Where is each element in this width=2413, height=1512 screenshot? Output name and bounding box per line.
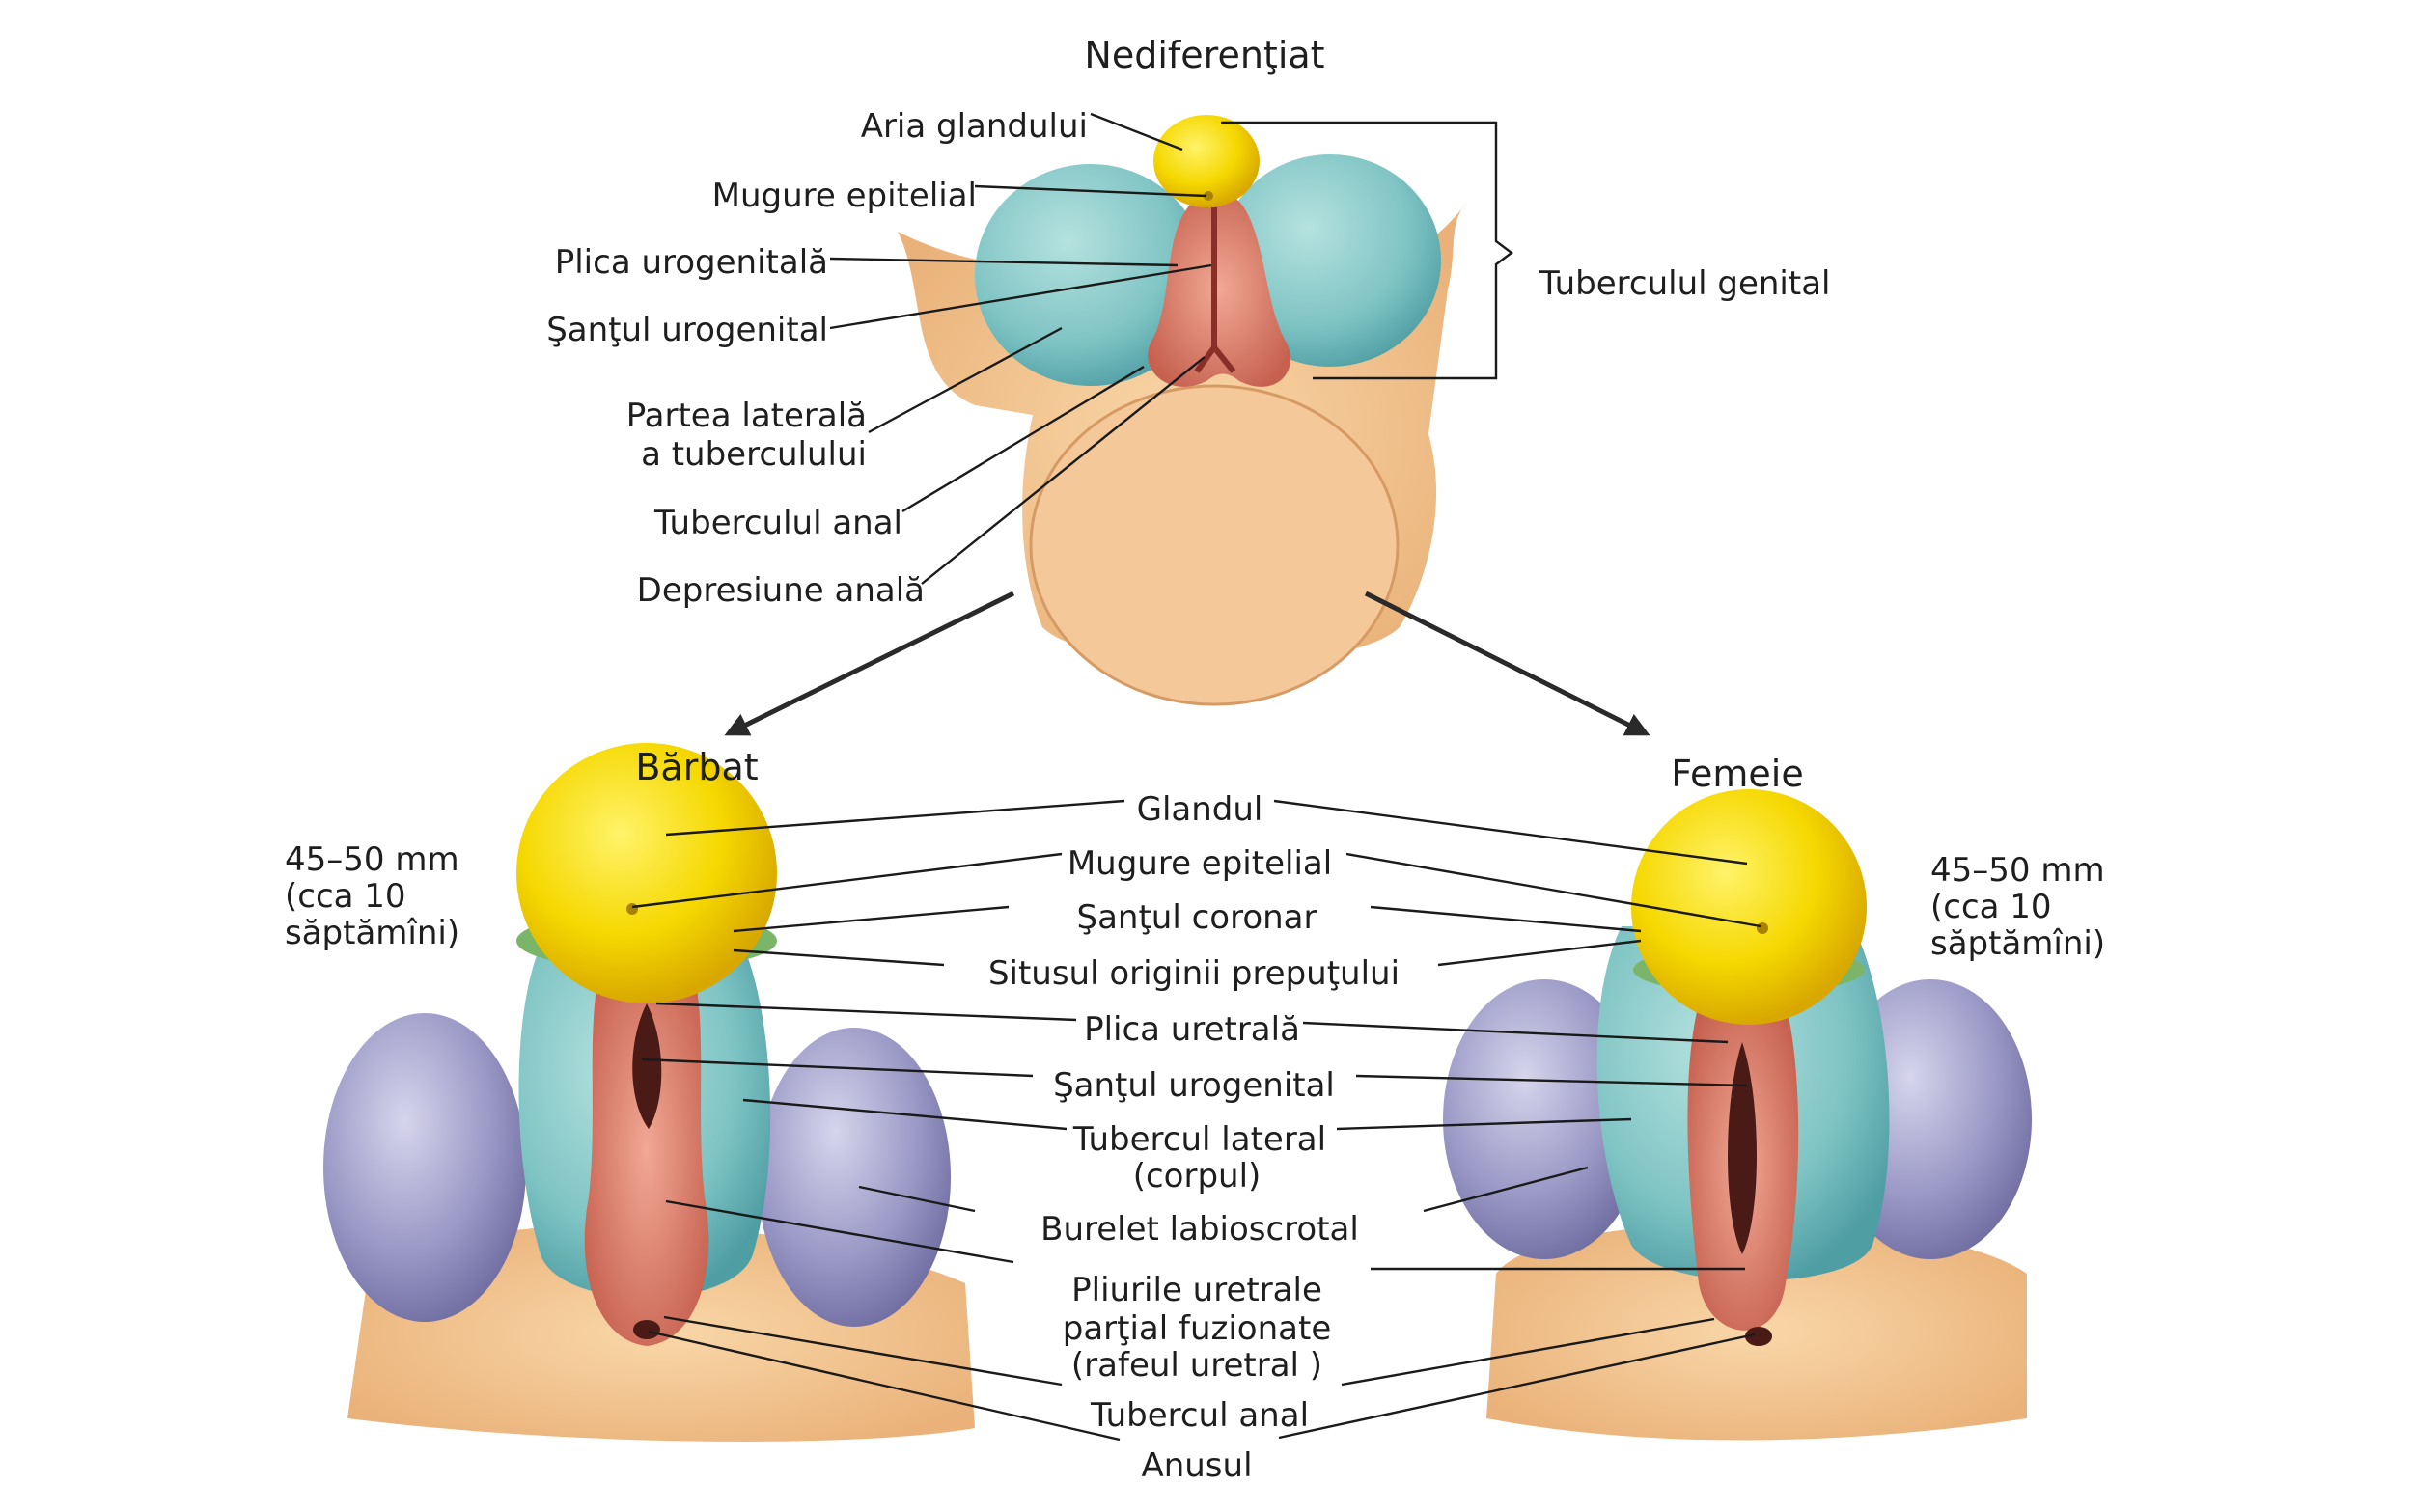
- male-urethral-folds: [584, 955, 709, 1346]
- urogenital-folds: [1148, 191, 1291, 387]
- label-pliurile-2: parţial fuzionate: [1063, 1309, 1332, 1348]
- undifferentiated-illustration: [898, 115, 1467, 706]
- leader-f-mugure: [1345, 852, 1761, 928]
- female-leader-lines: [1273, 799, 1761, 1440]
- female-title: Femeie: [1671, 753, 1804, 795]
- female-age-2: (cca 10: [1930, 888, 2052, 926]
- leader-aria-glandului: [1090, 112, 1183, 151]
- genital-tubercle-bracket: [1221, 121, 1513, 380]
- label-partea-laterala-2: a tuberculului: [641, 435, 867, 474]
- leader-m-situsul: [733, 948, 945, 967]
- leader-f-situsul: [1437, 939, 1642, 967]
- top-leader-lines: [829, 112, 1212, 585]
- leader-f-tubercul-anal: [1341, 1317, 1715, 1387]
- male-epithelial-bud: [626, 903, 638, 915]
- leader-tuberculul-anal: [901, 365, 1145, 513]
- female-age-1: 45–50 mm: [1930, 851, 2105, 890]
- leader-m-glandul: [665, 799, 1125, 837]
- leader-m-santul-coronar: [733, 905, 1010, 933]
- label-tubercul-lateral-1: Tubercul lateral: [1072, 1120, 1326, 1159]
- leader-f-burelet: [1423, 1166, 1589, 1213]
- label-situsul: Situsul originii prepuţului: [988, 954, 1400, 993]
- male-leader-lines: [631, 799, 1125, 1442]
- leader-santul-urogenital: [829, 263, 1212, 330]
- male-labioscrotal-left: [323, 1013, 526, 1322]
- label-burelet: Burelet labioscrotal: [1040, 1210, 1359, 1249]
- leader-f-tubercul-lateral: [1336, 1117, 1632, 1131]
- label-mugure-epitelial: Mugure epitelial: [712, 177, 977, 215]
- leader-f-plica-uretrala: [1302, 1021, 1729, 1044]
- label-c-mugure-epitelial: Mugure epitelial: [1068, 844, 1332, 883]
- center-labels: Glandul Mugure epitelial Şanţul coronar …: [988, 790, 1400, 1485]
- leader-m-tubercul-anal: [663, 1315, 1063, 1387]
- leader-f-glandul: [1273, 799, 1748, 866]
- female-epithelial-bud: [1757, 922, 1768, 934]
- leader-partea-laterala: [868, 326, 1063, 434]
- label-tuberculul-anal: Tuberculul anal: [653, 504, 902, 542]
- label-c-santul-urogenital: Şanţul urogenital: [1053, 1066, 1335, 1105]
- label-glandul: Glandul: [1137, 790, 1263, 829]
- leader-plica-urogenitala: [829, 257, 1179, 267]
- label-c-tubercul-anal: Tubercul anal: [1090, 1396, 1309, 1435]
- label-plica-uretrala: Plica uretrală: [1084, 1010, 1300, 1049]
- label-santul-coronar: Şanţul coronar: [1077, 898, 1317, 937]
- leader-m-pliurile: [665, 1199, 1014, 1264]
- leader-m-mugure: [631, 852, 1063, 909]
- top-title: Nediferenţiat: [1084, 34, 1324, 76]
- leader-f-santul-urogenital: [1355, 1074, 1748, 1087]
- label-partea-laterala-1: Partea laterală: [626, 397, 867, 435]
- female-labioscrotal-left: [1443, 979, 1646, 1259]
- label-santul-urogenital: Şanţul urogenital: [546, 311, 828, 349]
- male-title: Bărbat: [635, 746, 758, 788]
- female-urogenital-groove: [1728, 1042, 1757, 1254]
- label-aria-glandului: Aria glandului: [861, 107, 1088, 146]
- label-depresiune-anala: Depresiune anală: [637, 571, 925, 610]
- male-age-2: (cca 10: [285, 877, 406, 916]
- epithelial-bud: [1204, 191, 1213, 201]
- female-age-3: săptămîni): [1930, 924, 2105, 963]
- male-age-1: 45–50 mm: [285, 840, 459, 879]
- leader-f-santul-coronar: [1370, 905, 1642, 933]
- label-plica-urogenitala: Plica urogenitală: [555, 243, 828, 282]
- male-urogenital-groove: [632, 1003, 662, 1129]
- label-pliurile-3: (rafeul uretral ): [1071, 1346, 1322, 1385]
- female-glans: [1631, 789, 1867, 1025]
- leader-f-anusul: [1278, 1333, 1756, 1440]
- glans-area: [1153, 115, 1260, 207]
- male-age-3: săptămîni): [285, 914, 459, 952]
- male-labioscrotal-right: [758, 1028, 951, 1327]
- female-illustration: [1443, 789, 2032, 1441]
- female-anus: [1745, 1327, 1772, 1346]
- anal-depression-area: [1029, 384, 1400, 706]
- leader-m-tubercul-lateral: [742, 1098, 1068, 1131]
- leader-m-anusul: [648, 1330, 1121, 1442]
- arrow-to-female: [1364, 591, 1650, 736]
- male-illustration: [323, 743, 975, 1442]
- label-tuberculul-genital: Tuberculul genital: [1539, 264, 1830, 303]
- leader-m-santul-urogenital: [641, 1058, 1034, 1078]
- leader-m-burelet: [858, 1185, 976, 1213]
- leader-m-plica-uretrala: [655, 1002, 1077, 1022]
- male-glans: [516, 743, 777, 1003]
- male-anus: [633, 1320, 660, 1339]
- label-tubercul-lateral-2: (corpul): [1133, 1157, 1262, 1196]
- left-lateral-tubercle: [975, 164, 1206, 386]
- leader-depresiune-anala: [921, 356, 1206, 585]
- label-pliurile-1: Pliurile uretrale: [1071, 1271, 1322, 1309]
- urogenital-groove: [1194, 207, 1236, 373]
- label-anusul: Anusul: [1141, 1446, 1252, 1485]
- leader-mugure-epitelial: [974, 184, 1207, 198]
- arrow-to-male: [724, 591, 1015, 736]
